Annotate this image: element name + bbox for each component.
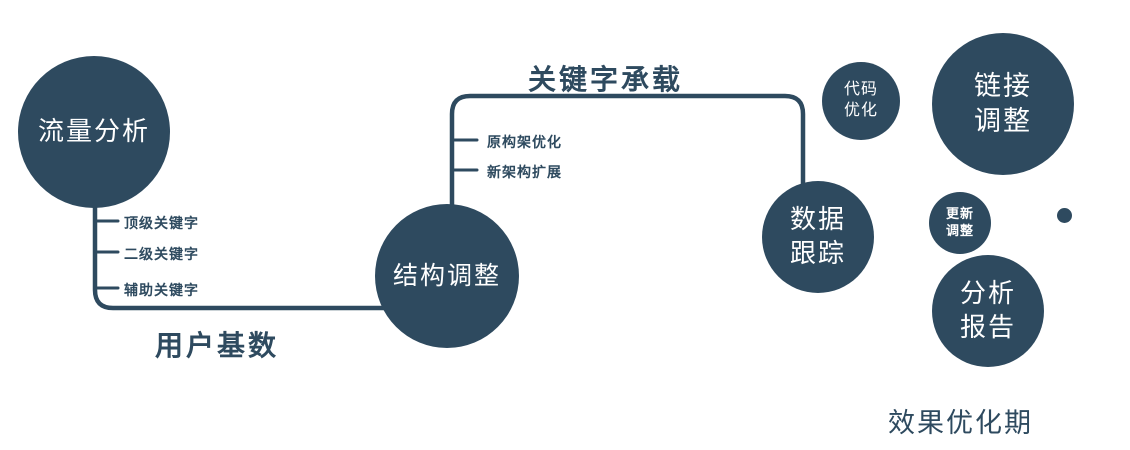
node-traffic-analysis: 流量分析 xyxy=(18,56,170,208)
node-label: 代码 xyxy=(843,81,878,99)
branch-label-second-keywords: 二级关键字 xyxy=(124,246,199,262)
node-label: 分析 xyxy=(959,278,1016,309)
node-analysis-report: 分析 报告 xyxy=(932,255,1044,367)
node-label: 报告 xyxy=(959,312,1016,342)
node-label: 数据 xyxy=(789,204,846,235)
connector-structure-to-tracking xyxy=(449,93,806,213)
node-label: 调整 xyxy=(974,106,1032,136)
branch-label-aux-keywords: 辅助关键字 xyxy=(124,282,199,298)
node-update-adjustment: 更新 调整 xyxy=(929,192,991,254)
node-label: 流量分析 xyxy=(37,116,150,147)
edge-label-keyword-carrying: 关键字承载 xyxy=(528,64,684,95)
node-data-tracking: 数据 跟踪 xyxy=(762,181,874,293)
branch-label-top-keywords: 顶级关键字 xyxy=(124,215,199,231)
node-code-optimization: 代码 优化 xyxy=(822,62,900,140)
edge-label-user-base: 用户基数 xyxy=(155,330,280,361)
node-link-adjustment: 链接 调整 xyxy=(932,33,1074,175)
node-structure-adjustment: 结构调整 xyxy=(375,204,519,348)
node-label: 更新 xyxy=(945,206,974,222)
caption-effect-optimization: 效果优化期 xyxy=(888,408,1033,438)
bullet-dot xyxy=(1057,208,1072,223)
node-label: 链接 xyxy=(974,70,1032,101)
branch-label-new-architecture: 新架构扩展 xyxy=(487,164,562,180)
branch-label-original-architecture: 原构架优化 xyxy=(487,134,562,150)
node-label: 结构调整 xyxy=(392,261,501,290)
node-label: 调整 xyxy=(945,223,974,238)
node-label: 优化 xyxy=(843,102,878,119)
node-label: 跟踪 xyxy=(789,238,846,268)
